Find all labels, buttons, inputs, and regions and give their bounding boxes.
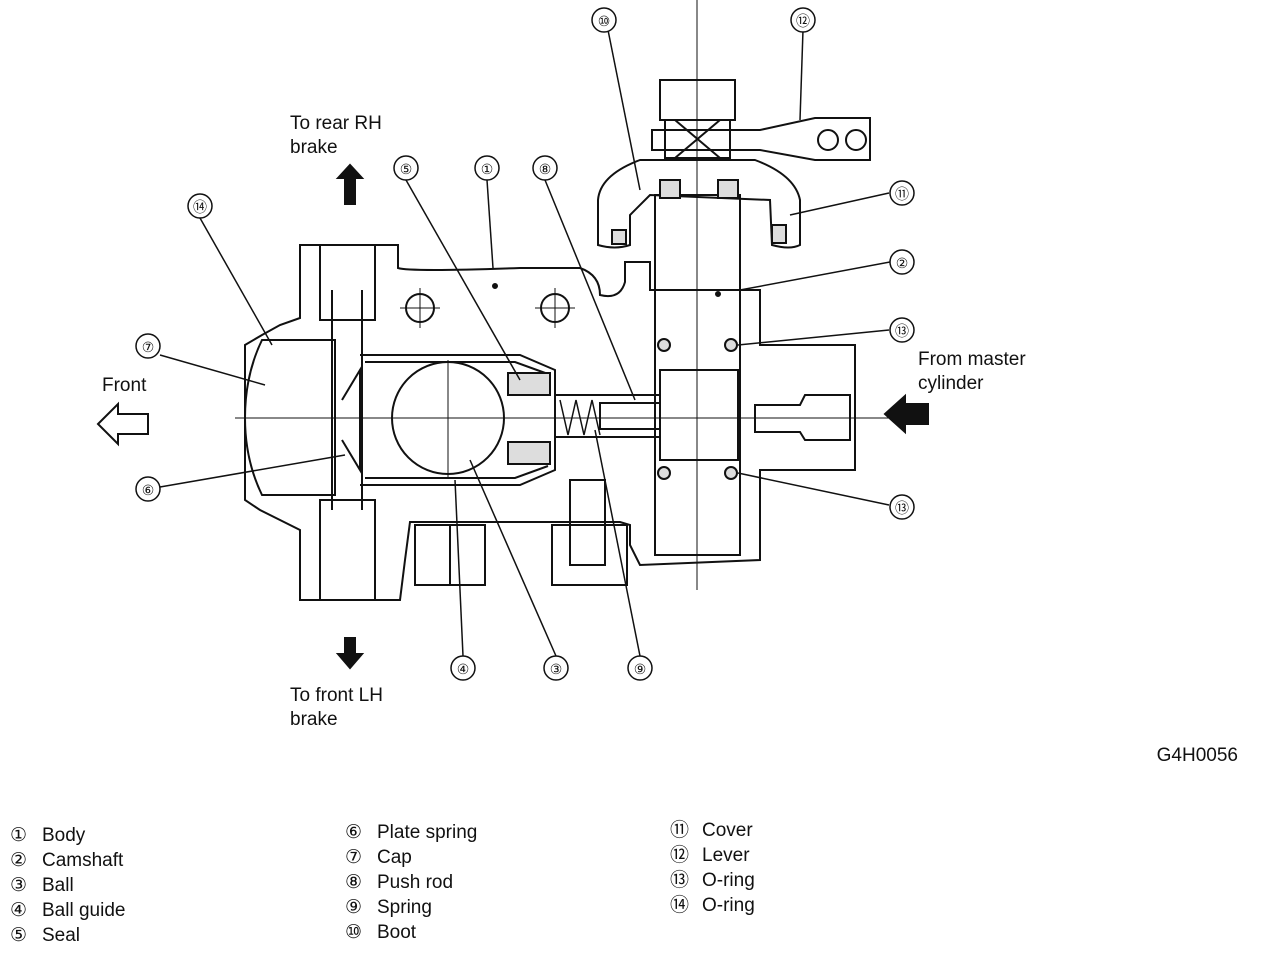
legend-item: ⑤ Seal bbox=[10, 923, 125, 948]
inlet-fitting-shape bbox=[740, 394, 890, 441]
label-to-front-lh-brake: To front LH brake bbox=[290, 685, 383, 730]
callout-8-text: ⑧ bbox=[539, 161, 552, 177]
callout-13-upper: ⑬ bbox=[889, 317, 915, 343]
callout-6: ⑥ bbox=[135, 476, 161, 502]
legend-column-2: ⑥ Plate spring ⑦ Cap ⑧ Push rod ⑨ Spring ⑩ Bo… bbox=[345, 820, 477, 945]
callout-12-text: ⑫ bbox=[796, 13, 810, 29]
legend-num: ⑥ bbox=[345, 822, 363, 843]
legend-num: ② bbox=[10, 850, 28, 871]
callout-12: ⑫ bbox=[790, 7, 816, 33]
valve-body-outline bbox=[244, 244, 856, 601]
legend-item: ⑥ Plate spring bbox=[345, 820, 477, 845]
callout-13-lower: ⑬ bbox=[889, 494, 915, 520]
legend-num: ⑧ bbox=[345, 872, 363, 893]
callout-7-text: ⑦ bbox=[142, 339, 155, 355]
flow-arrows bbox=[96, 163, 929, 670]
leader-lines bbox=[159, 29, 891, 657]
legend-item: ⑨ Spring bbox=[345, 895, 477, 920]
callout-1: ① bbox=[474, 155, 500, 181]
arrow-left-solid-icon bbox=[883, 393, 929, 435]
callout-5-text: ⑤ bbox=[400, 161, 413, 177]
callout-14: ⑭ bbox=[187, 193, 213, 219]
callout-7: ⑦ bbox=[135, 333, 161, 359]
plate-spring-shape bbox=[341, 366, 361, 474]
figure-code: G4H0056 bbox=[1156, 745, 1238, 766]
valve-cross-section-diagram: ① ② ③ ④ ⑤ ⑥ ⑦ ⑧ ⑨ ⑩ ⑪ ⑫ ⑬ ⑬ ⑭ bbox=[96, 0, 929, 681]
callout-13-lower-text: ⑬ bbox=[895, 500, 909, 516]
legend-text: Seal bbox=[42, 925, 81, 946]
arrow-down-icon bbox=[335, 637, 365, 670]
o-ring-shapes bbox=[657, 338, 738, 480]
label-front: Front bbox=[102, 375, 147, 396]
callout-11: ⑪ bbox=[889, 180, 915, 206]
legend-text: Camshaft bbox=[42, 850, 124, 871]
callout-10-text: ⑩ bbox=[598, 13, 611, 29]
legend-text: Ball bbox=[42, 875, 74, 896]
legend-item: ① Body bbox=[10, 823, 125, 848]
callout-3-text: ③ bbox=[550, 661, 563, 677]
legend-column-1: ① Body ② Camshaft ③ Ball ④ Ball guide ⑤ Seal bbox=[10, 823, 125, 948]
callout-3: ③ bbox=[543, 655, 569, 681]
legend-item: ⑫ Lever bbox=[670, 843, 755, 868]
boot-cover-shape bbox=[597, 159, 801, 249]
legend-item: ⑬ O-ring bbox=[670, 868, 755, 893]
legend-text: O-ring bbox=[702, 870, 755, 891]
callout-9-text: ⑨ bbox=[634, 661, 647, 677]
camshaft-shape bbox=[654, 0, 741, 590]
arrow-left-hollow-icon bbox=[96, 401, 149, 447]
legend-item: ② Camshaft bbox=[10, 848, 125, 873]
callout-1-text: ① bbox=[481, 161, 494, 177]
legend-num: ⑨ bbox=[345, 897, 363, 918]
legend-num: ⑭ bbox=[670, 895, 690, 916]
legend-num: ⑬ bbox=[670, 870, 690, 891]
legend-num: ⑤ bbox=[10, 925, 28, 946]
legend-num: ⑦ bbox=[345, 847, 363, 868]
arrow-up-icon bbox=[335, 163, 365, 205]
legend-column-3: ⑪ Cover ⑫ Lever ⑬ O-ring ⑭ O-ring bbox=[670, 818, 755, 918]
legend-text: Plate spring bbox=[377, 822, 478, 843]
top-nut-shape bbox=[659, 79, 736, 159]
legend-num: ⑫ bbox=[670, 845, 690, 866]
callout-4: ④ bbox=[450, 655, 476, 681]
legend-num: ⑪ bbox=[670, 820, 690, 841]
callout-11-text: ⑪ bbox=[895, 186, 909, 202]
callout-6-text: ⑥ bbox=[142, 482, 155, 498]
legend-text: Cap bbox=[377, 847, 412, 868]
callout-14-text: ⑭ bbox=[193, 199, 207, 215]
callout-5: ⑤ bbox=[393, 155, 419, 181]
lever-shape bbox=[651, 117, 871, 161]
legend-item: ⑪ Cover bbox=[670, 818, 755, 843]
callout-2: ② bbox=[889, 249, 915, 275]
legend-item: ⑧ Push rod bbox=[345, 870, 477, 895]
legend-num: ① bbox=[10, 825, 28, 846]
legend-num: ⑩ bbox=[345, 922, 363, 943]
legend-item: ④ Ball guide bbox=[10, 898, 125, 923]
legend-num: ③ bbox=[10, 875, 28, 896]
legend-text: Spring bbox=[377, 897, 432, 918]
callout-8: ⑧ bbox=[532, 155, 558, 181]
legend-text: Boot bbox=[377, 922, 417, 943]
mounting-holes bbox=[400, 283, 721, 328]
legend-item: ⑦ Cap bbox=[345, 845, 477, 870]
legend-text: Body bbox=[42, 825, 86, 846]
bolt-shapes bbox=[414, 479, 628, 586]
label-from-master-cylinder: From master cylinder bbox=[918, 349, 1026, 394]
legend-item: ⑩ Boot bbox=[345, 920, 477, 945]
callout-4-text: ④ bbox=[457, 661, 470, 677]
legend-text: O-ring bbox=[702, 895, 755, 916]
legend-text: Cover bbox=[702, 820, 753, 841]
legend-item: ⑭ O-ring bbox=[670, 893, 755, 918]
callout-9: ⑨ bbox=[627, 655, 653, 681]
legend-num: ④ bbox=[10, 900, 28, 921]
label-to-rear-rh-brake: To rear RH brake bbox=[290, 113, 382, 158]
callout-2-text: ② bbox=[896, 255, 909, 271]
seal-shape bbox=[507, 372, 551, 465]
callout-13-upper-text: ⑬ bbox=[895, 323, 909, 339]
callout-markers: ① ② ③ ④ ⑤ ⑥ ⑦ ⑧ ⑨ ⑩ ⑪ ⑫ ⑬ ⑬ ⑭ bbox=[135, 7, 915, 681]
legend-text: Lever bbox=[702, 845, 750, 866]
legend-text: Push rod bbox=[377, 872, 454, 893]
legend-item: ③ Ball bbox=[10, 873, 125, 898]
callout-10: ⑩ bbox=[591, 7, 617, 33]
legend-text: Ball guide bbox=[42, 900, 126, 921]
